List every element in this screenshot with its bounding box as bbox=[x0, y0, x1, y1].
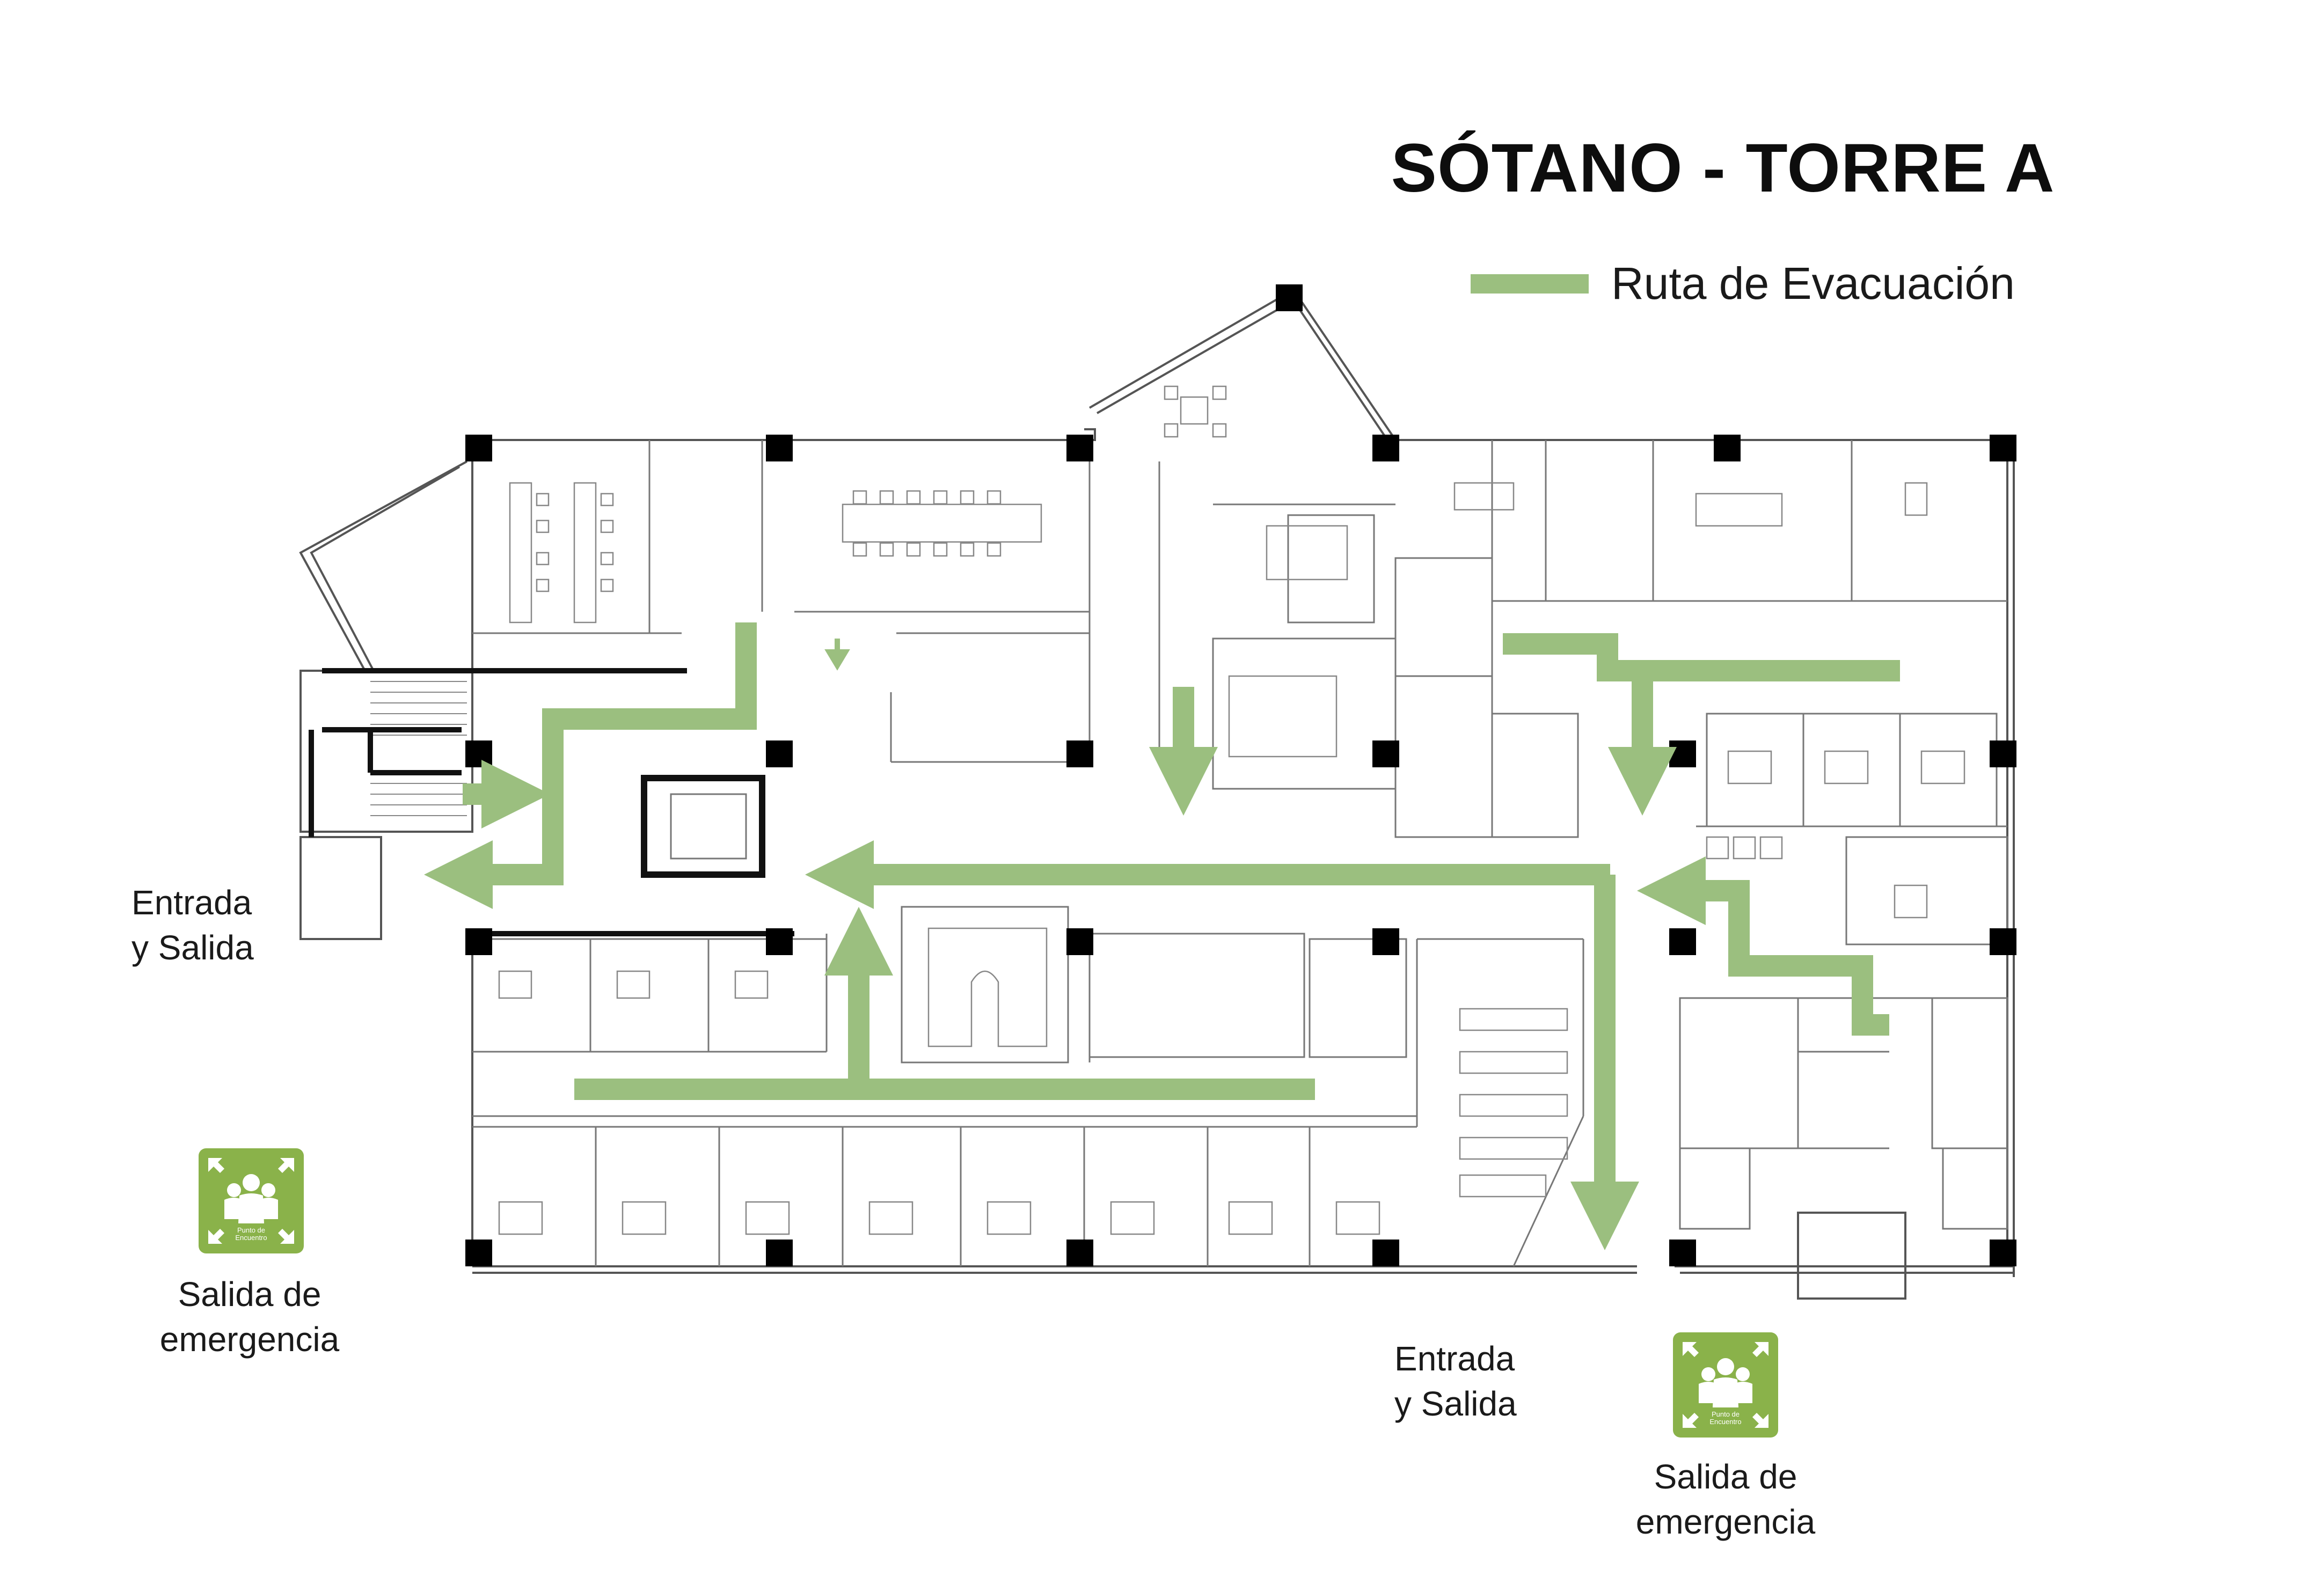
evacuation-route bbox=[424, 622, 1900, 1250]
route-northwest bbox=[424, 622, 757, 910]
route-south-corridor bbox=[824, 907, 1315, 1100]
entrance-label-bottom: Entrada y Salida bbox=[1394, 1339, 1517, 1423]
meeting-point-text: Punto de Encuentro bbox=[1709, 1410, 1742, 1426]
people-group-icon bbox=[208, 1158, 294, 1244]
route-northeast bbox=[1503, 633, 1900, 681]
meeting-point-text: Punto de Encuentro bbox=[235, 1226, 267, 1242]
legend-route-label: Ruta de Evacuación bbox=[1611, 258, 2015, 309]
entrance-label-left: Entrada y Salida bbox=[131, 883, 254, 967]
legend-route-swatch bbox=[1471, 274, 1589, 294]
emergency-exit-label-left: Salida de emergencia bbox=[159, 1275, 340, 1359]
plan-title: SÓTANO - TORRE A bbox=[1391, 130, 2055, 207]
meeting-point-icon-right: Punto de Encuentro bbox=[1673, 1332, 1778, 1438]
emergency-exit-label-right: Salida de emergencia bbox=[1635, 1457, 1816, 1541]
furniture bbox=[498, 385, 1965, 1235]
meeting-point-icon-left: Punto de Encuentro bbox=[199, 1148, 304, 1253]
legend: Ruta de Evacuación bbox=[1471, 258, 2015, 310]
people-group-icon bbox=[1683, 1342, 1768, 1428]
interior-partitions bbox=[309, 440, 2008, 1267]
route-east bbox=[1637, 856, 1889, 1036]
door-arrow bbox=[824, 639, 850, 671]
structural-columns bbox=[465, 284, 2016, 1266]
